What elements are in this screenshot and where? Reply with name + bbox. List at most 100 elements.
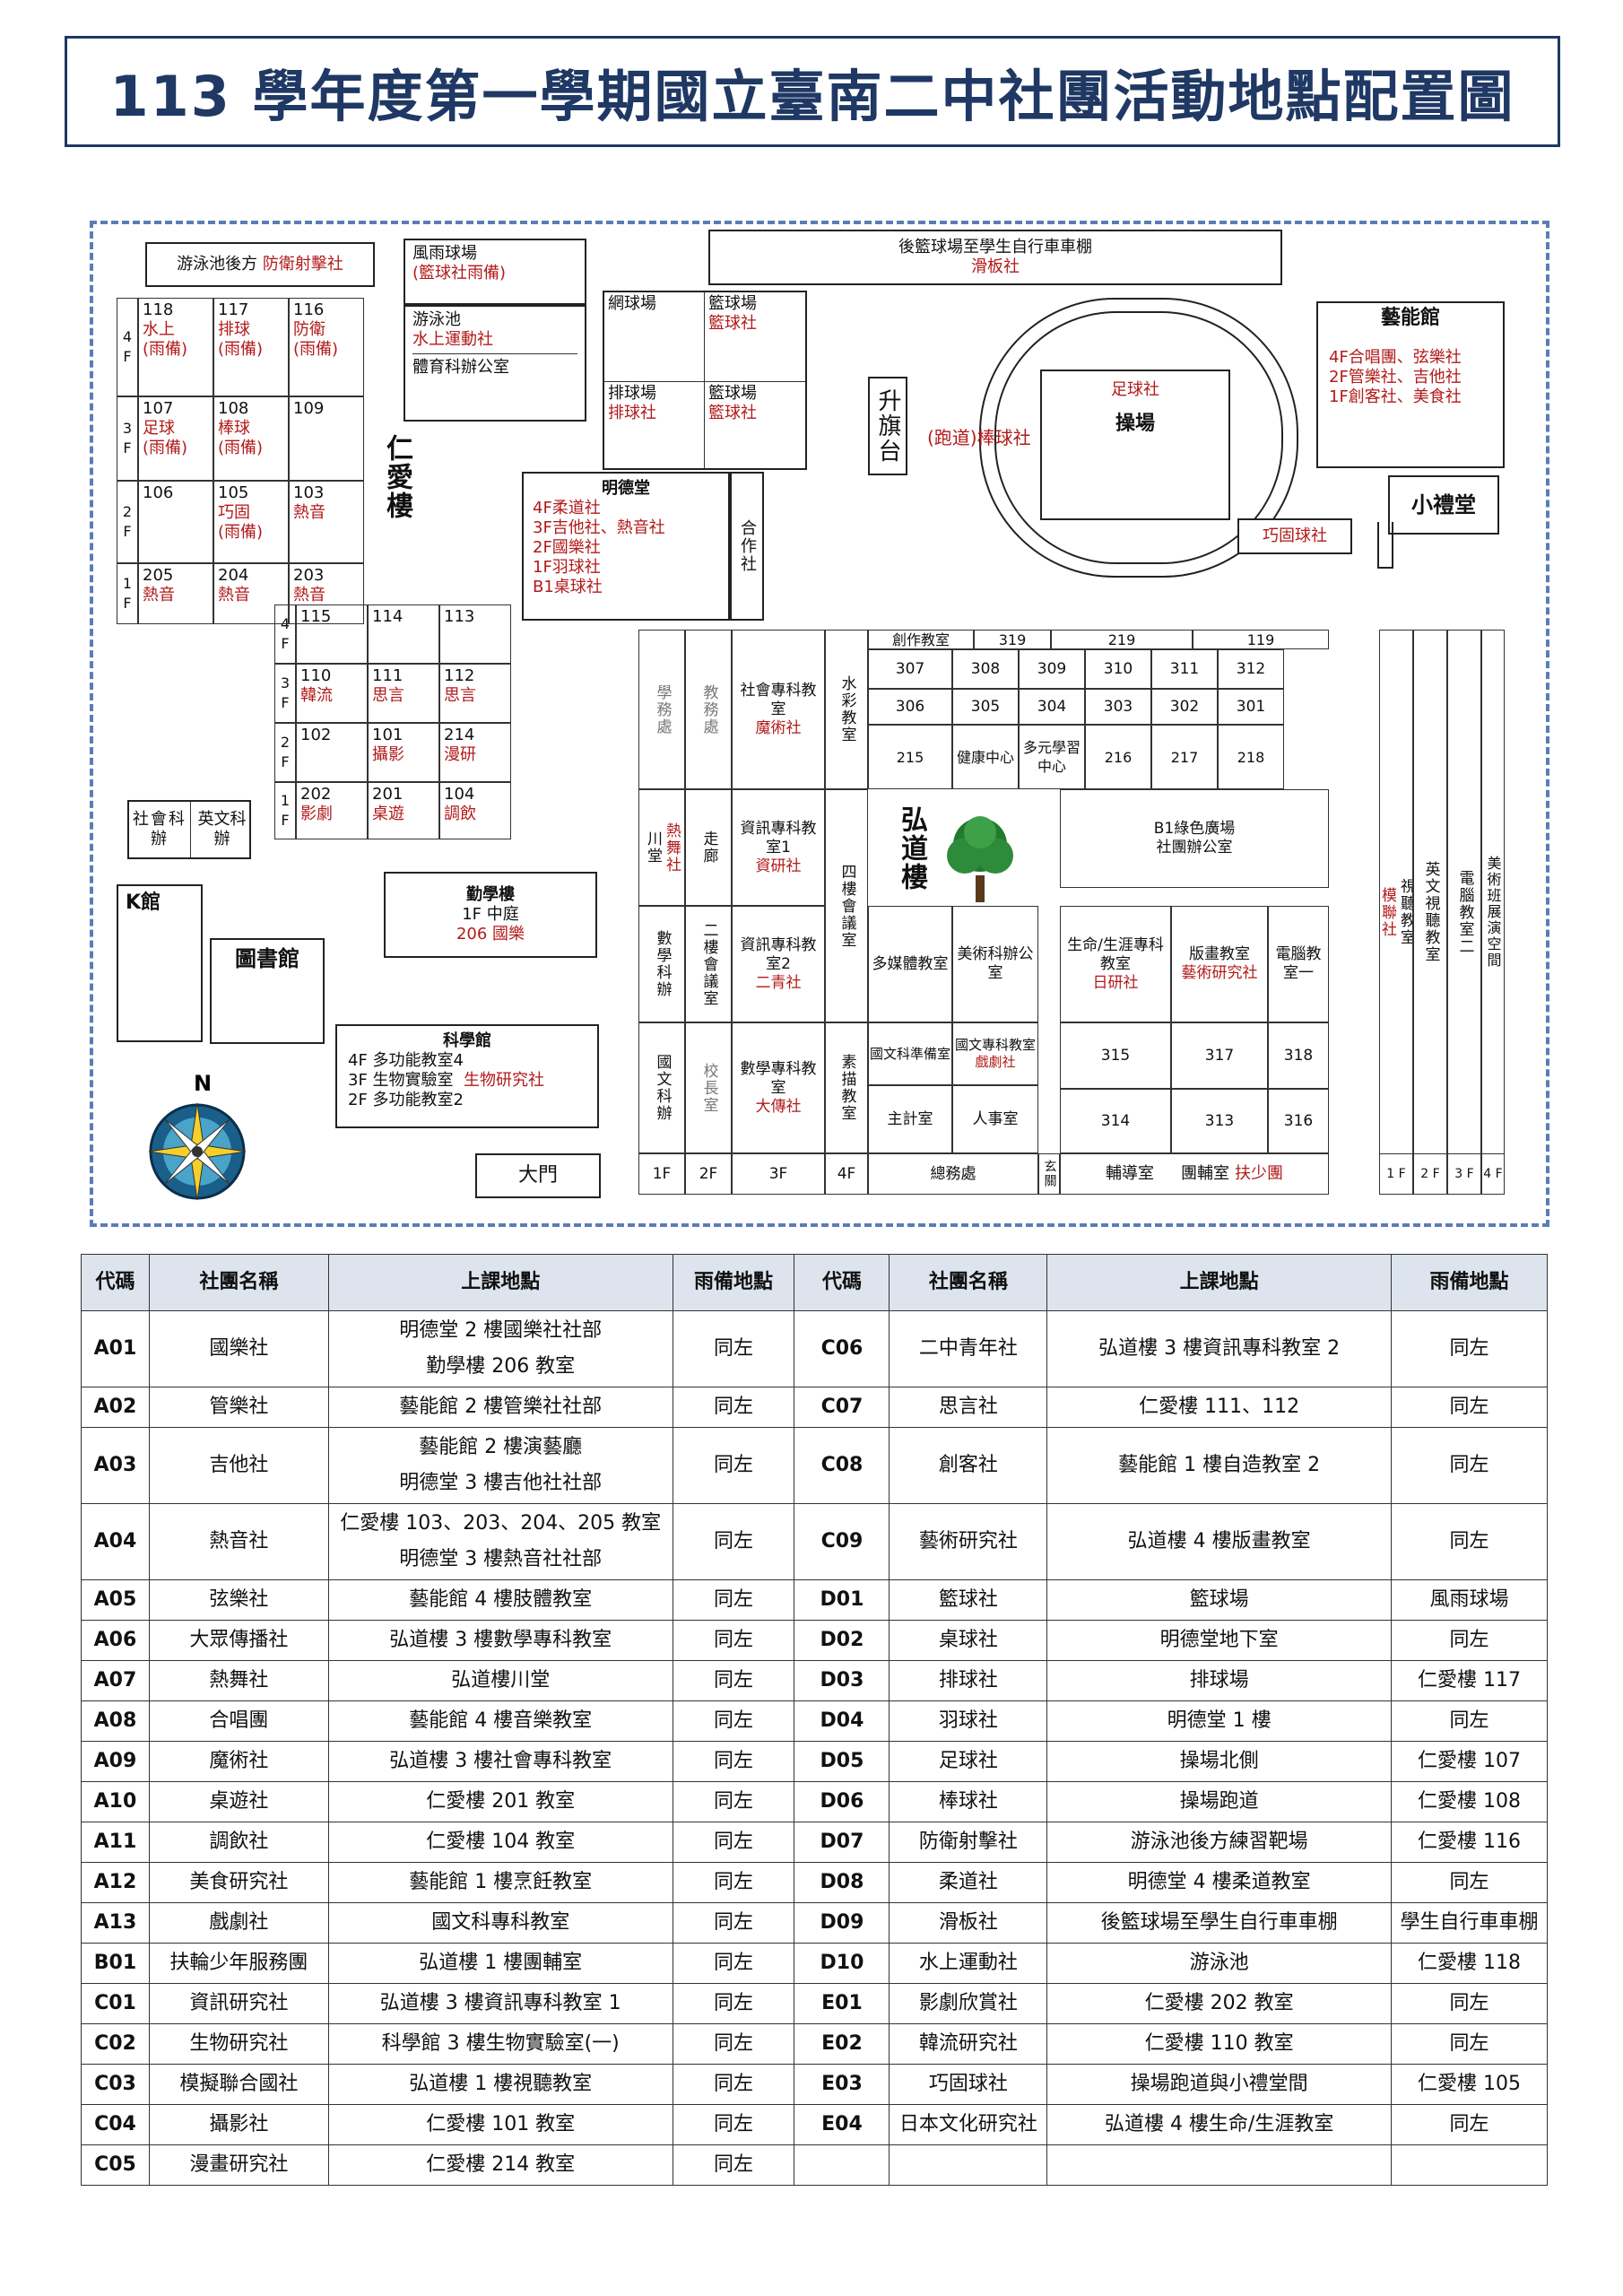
club-name: 大眾傳播社 (148, 1620, 329, 1661)
room-r216-text-0: 216 (1104, 748, 1133, 766)
ren-a-room: 106 (138, 481, 213, 563)
club-place: 明德堂地下室 (1046, 1620, 1393, 1661)
info-room-1-text-0: 資訊專科教室1 (740, 819, 817, 857)
general-affairs-text-0: 總務處 (930, 1164, 976, 1183)
corridor: 走廊 (685, 789, 732, 906)
sketch-room-text-0: 素描教室 (838, 1054, 856, 1122)
club-rain: 同左 (672, 2104, 795, 2145)
principal-office: 校長室 (685, 1022, 732, 1153)
accounting-room: 主計室 (868, 1085, 952, 1153)
english-office: 英文科辦 (197, 810, 247, 848)
second-meeting: 二樓會議室 (685, 906, 732, 1022)
club-rain: 風雨球場 (1391, 1579, 1548, 1621)
art-office: 美術科辦公室 (952, 906, 1038, 1022)
life-room-text-0: 生命/生涯專科教室 (1067, 935, 1164, 973)
club-code: C04 (81, 2104, 150, 2145)
qinxue-line-2: 206 國樂 (456, 925, 525, 944)
room-r309: 309 (1019, 649, 1085, 689)
computer-room-2: 電腦教室二 (1447, 630, 1481, 1195)
floor-4f: 4F (825, 1153, 868, 1195)
header-name-2: 社團名稱 (889, 1254, 1048, 1311)
club-place: 仁愛樓 103、203、204、205 教室明德堂 3 樓熱音社社部 (327, 1503, 673, 1580)
room-r302-text-0: 302 (1169, 697, 1200, 716)
club-place-line: 明德堂地下室 (1159, 1629, 1279, 1651)
gateball-club: 巧固球社 (1237, 518, 1352, 554)
club-place: 游泳池 (1046, 1943, 1393, 1984)
club-place: 仁愛樓 101 教室 (327, 2104, 673, 2145)
club-code: C02 (81, 2023, 150, 2065)
club-place-line: 弘道樓 4 樓生命/生涯教室 (1104, 2113, 1334, 2135)
club-place: 操場北側 (1046, 1741, 1393, 1782)
ren-a-floor: 2 F (117, 481, 138, 563)
club-place-line: 仁愛樓 104 教室 (426, 1831, 576, 1853)
room-club: 熱音 (218, 586, 250, 604)
club-place: 後籃球場至學生自行車車棚 (1046, 1902, 1393, 1944)
east-1f: 1 F (1379, 1153, 1413, 1195)
club-name: 滑板社 (889, 1902, 1048, 1944)
room-r217-text-0: 217 (1170, 748, 1199, 766)
av-room-text-1: 模聯社 (1379, 886, 1396, 938)
social-office: 社會科辦 (129, 802, 191, 857)
volley-club: 排球社 (608, 404, 656, 422)
pool-back-club: 防衛射擊社 (262, 255, 343, 274)
watercolor-room-text-0: 水彩教室 (838, 675, 856, 744)
pool-club: 水上運動社 (412, 330, 493, 349)
chinese-room-text-1: 戲劇社 (975, 1054, 1016, 1070)
court-1-club: 籃球社 (708, 314, 757, 333)
club-place-line: 國文科專科教室 (431, 1911, 570, 1934)
club-rain: 仁愛樓 107 (1391, 1741, 1548, 1782)
floor-1f: 1F (638, 1153, 685, 1195)
room-club: 桌遊 (372, 804, 404, 823)
header-name-1: 社團名稱 (148, 1254, 329, 1311)
club-rain: 仁愛樓 105 (1391, 2064, 1548, 2105)
pool-back: 游泳池後方 防衛射擊社 (145, 242, 375, 287)
math-room-text-1: 大傳社 (755, 1097, 802, 1116)
club-name: 韓流研究社 (889, 2023, 1048, 2065)
print-room-text-1: 藝術研究社 (1181, 964, 1258, 982)
club-place: 操場跑道與小禮堂間 (1046, 2064, 1393, 2105)
club-name: 排球社 (889, 1660, 1048, 1701)
pool: 游泳池 水上運動社 體育科辦公室 (404, 305, 586, 422)
club-place: 仁愛樓 104 教室 (327, 1822, 673, 1863)
room-r308: 308 (952, 649, 1019, 689)
club-rain: 同左 (1391, 1983, 1548, 2024)
room-club: 熱音 (143, 586, 175, 604)
small-hall: 小禮堂 (1388, 475, 1499, 535)
b1-plaza: B1綠色廣場社團辦公室 (1060, 789, 1329, 888)
volley-court: 排球場 排球社 (604, 382, 705, 468)
chinese-room: 國文專科教室戲劇社 (952, 1022, 1038, 1085)
chinese-room-text-0: 國文專科教室 (954, 1037, 1036, 1053)
club-rain: 同左 (672, 1503, 795, 1580)
club-name: 管樂社 (148, 1387, 329, 1428)
club-code: D07 (794, 1822, 890, 1863)
club-code: A06 (81, 1620, 150, 1661)
club-code: D01 (794, 1579, 890, 1621)
room-313-text-0: 313 (1204, 1111, 1235, 1130)
club-place-line: 操場北側 (1179, 1750, 1259, 1772)
room-r306-text-0: 306 (895, 697, 925, 716)
qinxue-line-1: 1F 中庭 (462, 905, 519, 924)
club-place: 仁愛樓 214 教室 (327, 2144, 673, 2186)
club-place-line: 仁愛樓 110 教室 (1144, 2032, 1294, 2055)
room-number: 107 (143, 399, 174, 418)
club-place: 藝能館 4 樓肢體教室 (327, 1579, 673, 1621)
club-name: 日本文化研究社 (889, 2104, 1048, 2145)
room-rain-note: (雨備) (143, 439, 188, 457)
math-office: 數學科辦 (638, 906, 685, 1022)
ren-a-room: 109 (289, 396, 364, 481)
club-place-line: 明德堂 3 樓吉他社社部 (399, 1472, 603, 1494)
chinese-prep: 國文科準備室 (868, 1022, 952, 1085)
club-name: 巧固球社 (889, 2064, 1048, 2105)
ren-ai-label: 仁愛樓 (381, 434, 412, 520)
room-number: 201 (372, 785, 404, 804)
room-315: 315 (1060, 1022, 1171, 1089)
club-code: A01 (81, 1310, 150, 1387)
room-r301: 301 (1218, 689, 1284, 725)
